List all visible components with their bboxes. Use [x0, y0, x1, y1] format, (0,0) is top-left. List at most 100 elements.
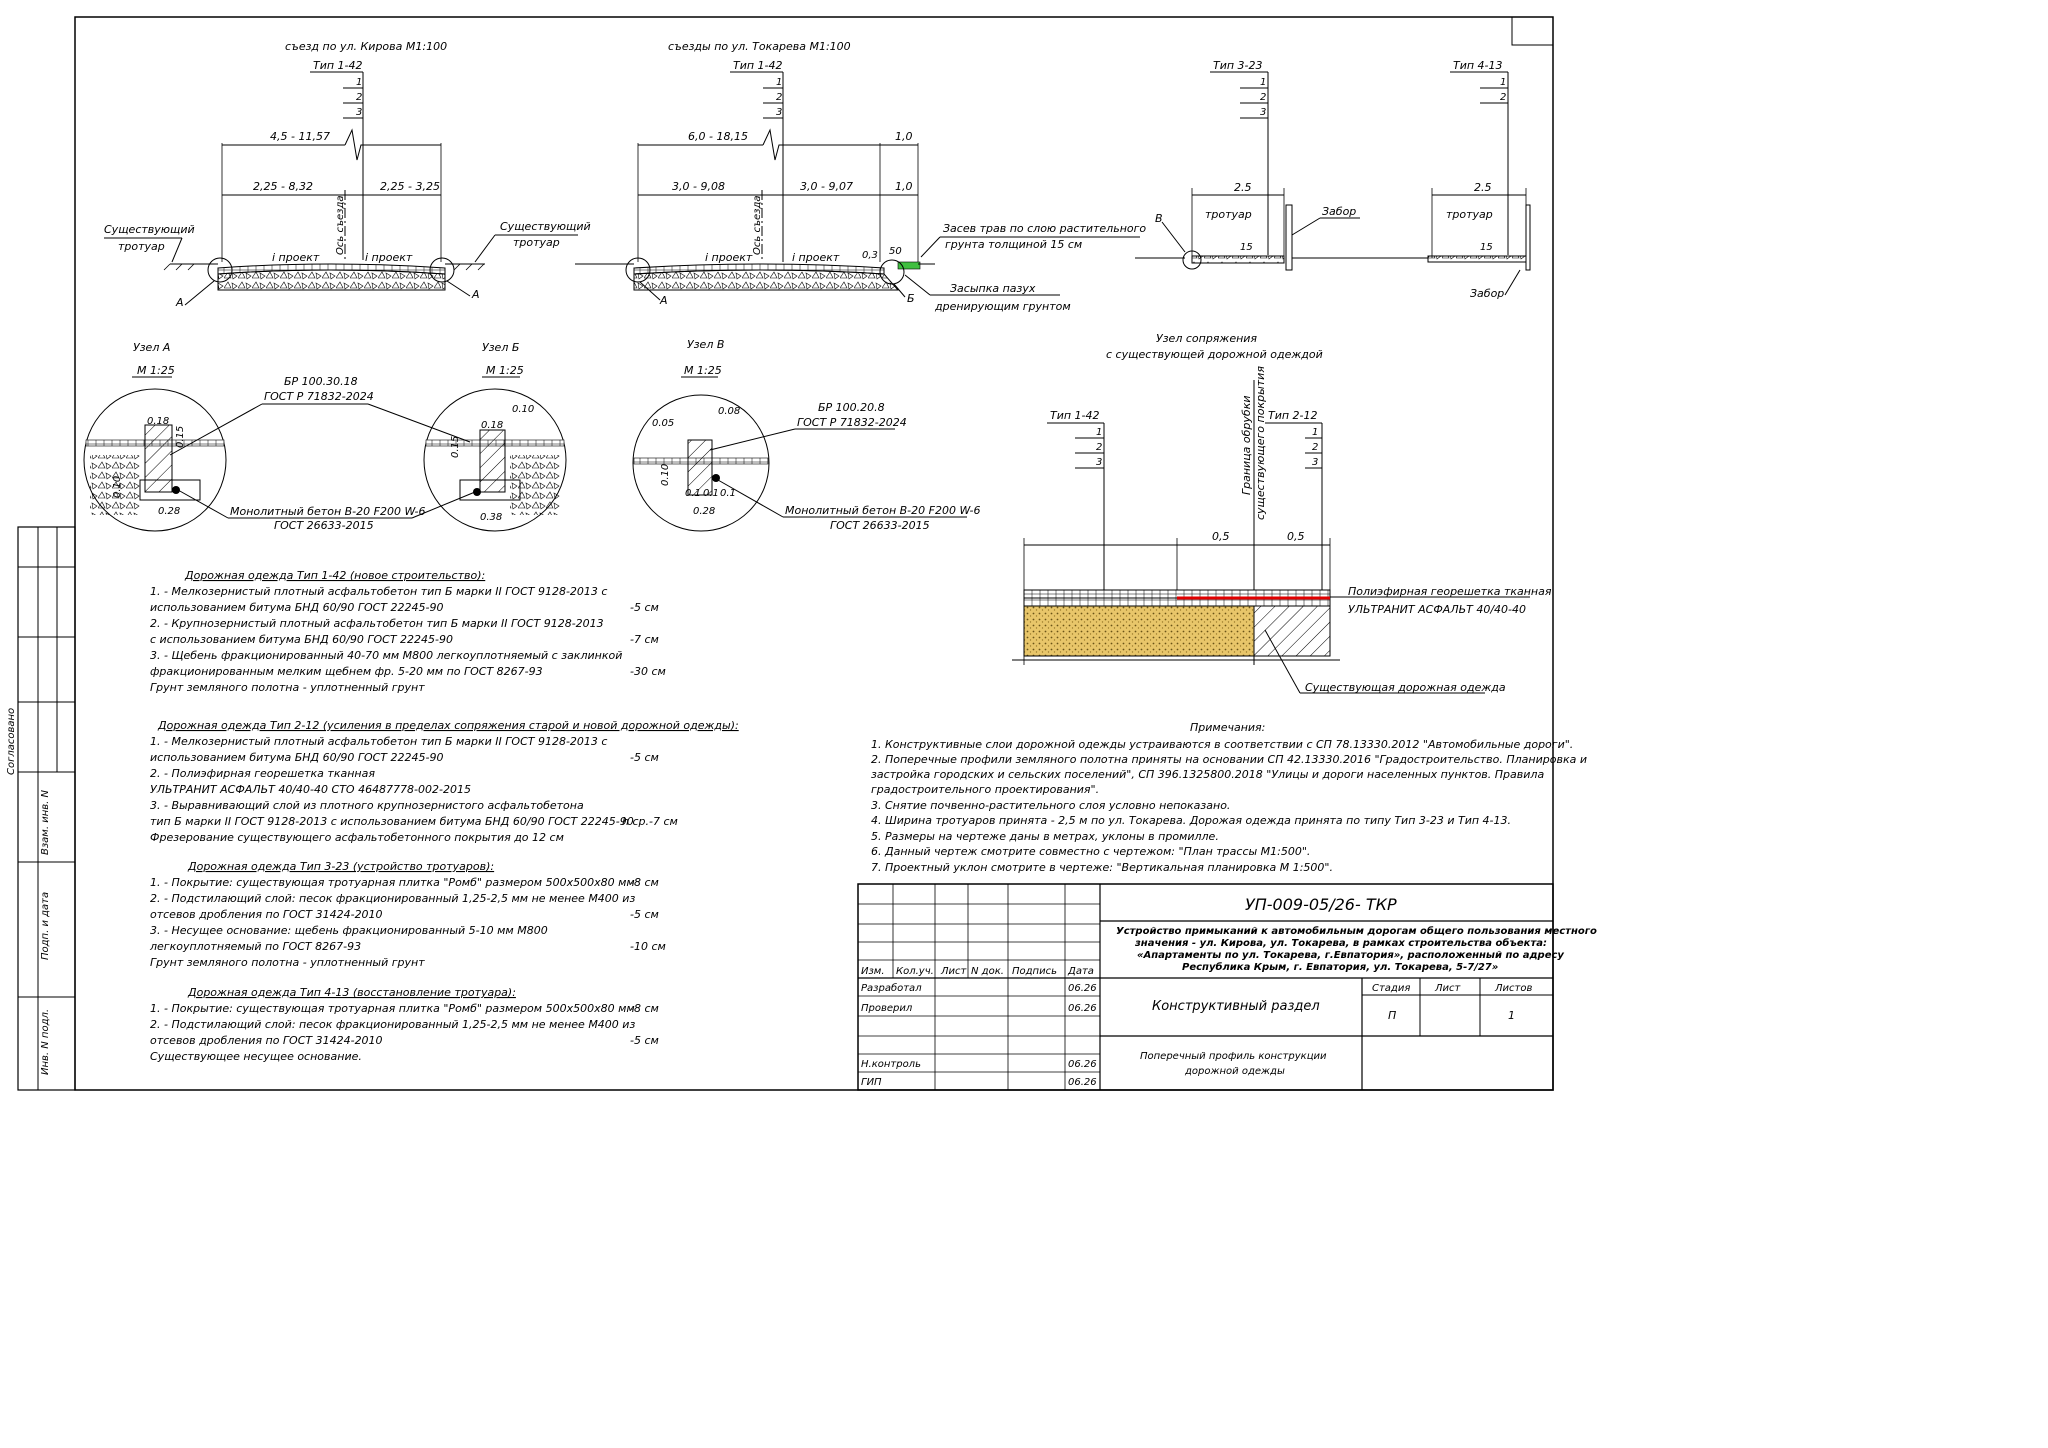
stage-label: Стадия [1372, 983, 1410, 994]
dim-3: 0.10 [660, 464, 671, 486]
spec-line: Грунт земляного полотна - уплотненный гр… [150, 681, 425, 694]
spec-line: УЛЬТРАНИТ АСФАЛЬТ 40/40-40 СТО 46487778-… [150, 783, 471, 796]
side-sign: Подп. и дата [40, 892, 51, 960]
node-callouts: БР 100.30.18 ГОСТ Р 71832-2024 Монолитны… [169, 375, 980, 532]
col-kol: Кол.уч. [896, 966, 934, 977]
layer-2: 2 [776, 92, 782, 103]
sheets-label: Листов [1494, 983, 1532, 994]
type-right: Тип 2-12 [1268, 409, 1318, 422]
doc-code: УП-009-05/26- ТКР [1245, 895, 1397, 914]
spec-thickness: -8 см [630, 876, 659, 889]
layer-r1: 1 [1312, 427, 1318, 438]
spec-title: Дорожная одежда Тип 3-23 (устройство тро… [187, 860, 494, 873]
node-right: Б [907, 292, 915, 305]
side-inv: Взам. инв. N [40, 790, 51, 855]
layer-2: 2 [1260, 92, 1266, 103]
spec-line: тип Б марки II ГОСТ 9128-2013 с использо… [150, 815, 634, 828]
notes: Примечания: 1. Конструктивные слои дорож… [871, 721, 1587, 874]
note-7: 7. Проектный уклон смотрите в чертеже: "… [871, 861, 1333, 874]
node-b: Узел Б М 1:25 0.10 0.18 0.15 0.38 [423, 341, 567, 532]
dim-edge2: 1,0 [895, 180, 913, 193]
title-1: Поперечный профиль конструкции [1140, 1051, 1327, 1062]
layer-r3: 3 [1312, 457, 1318, 468]
object-4: Республика Крым, г. Евпатория, ул. Токар… [1182, 961, 1498, 973]
spec-line: с использованием битума БНД 60/90 ГОСТ 2… [150, 633, 453, 646]
layer-1: 1 [1500, 77, 1506, 88]
spec-line: использованием битума БНД 60/90 ГОСТ 222… [150, 601, 443, 614]
dim-right: 0,5 [1287, 530, 1305, 543]
concrete1-2: ГОСТ 26633-2015 [274, 519, 374, 532]
side-agreed: Согласовано [6, 708, 17, 775]
border-1: Граница обрубки [1240, 396, 1253, 496]
junction-title-1: Узел сопряжения [1156, 332, 1257, 345]
view-title: съезд по ул. Кирова М1:100 [285, 40, 447, 53]
spec-line: фракционированным мелким щебнем фр. 5-20… [150, 665, 543, 678]
spec-line: 1. - Покрытие: существующая тротуарная п… [150, 1002, 635, 1015]
dim-6: 0.1 [720, 488, 736, 499]
side-strip: Согласовано Взам. инв. N Подп. и дата Ин… [6, 526, 76, 1091]
layer-2: 2 [356, 92, 362, 103]
date-2: 06.26 [1068, 1003, 1097, 1014]
node: В [1155, 212, 1163, 225]
date-4: 06.26 [1068, 1077, 1097, 1088]
note-1: 1. Конструктивные слои дорожной одежды у… [871, 738, 1573, 751]
view-tokareva: съезды по ул. Токарева М1:100 Тип 1-42 1… [575, 40, 1146, 313]
stage: П [1388, 1009, 1396, 1022]
col-list: Лист [940, 966, 968, 977]
slope: 15 [1240, 242, 1253, 253]
col-izm: Изм. [861, 966, 885, 977]
junction-title-2: с существующей дорожной одеждой [1106, 348, 1323, 361]
node-scale: М 1:25 [486, 364, 524, 377]
spec-title: Дорожная одежда Тип 4-13 (восстановление… [187, 986, 516, 999]
spec-thickness: -5 см [630, 1034, 659, 1047]
dim-left: 3,0 - 9,08 [672, 180, 725, 193]
layer-r2: 2 [1312, 442, 1318, 453]
curb2-1: БР 100.20.8 [818, 401, 885, 414]
node-title: Узел Б [482, 341, 519, 354]
spec-line: 2. - Подстилающий слой: песок фракционир… [150, 1018, 635, 1031]
dim-4: 0.38 [480, 512, 502, 523]
dim-edge1: 1,0 [895, 130, 913, 143]
width: 2.5 [1234, 181, 1252, 194]
layer-1: 1 [356, 77, 362, 88]
title-2: дорожной одежды [1184, 1066, 1285, 1077]
node-right: А [471, 288, 480, 301]
col-ndoc: N док. [971, 966, 1004, 977]
node-a: Узел А М 1:25 0.18 0.15 0.10 0.28 [83, 341, 227, 532]
note-fill-1: Засыпка пазух [950, 282, 1036, 295]
object-1: Устройство примыканий к автомобильным до… [1116, 925, 1597, 937]
notes-title: Примечания: [1190, 721, 1265, 734]
concrete1-1: Монолитный бетон В-20 F200 W-6 [230, 505, 425, 518]
slope: 15 [1480, 242, 1493, 253]
spec-thickness: -8 см [630, 1002, 659, 1015]
sidewalk-r1: Существующий [500, 220, 591, 233]
slope-left: i проект [705, 251, 753, 264]
dim-3: 0.15 [450, 436, 461, 458]
spec-line: 1. - Покрытие: существующая тротуарная п… [150, 876, 635, 889]
dim-left: 0,5 [1212, 530, 1230, 543]
note-2c: градостроительного проектирования". [871, 783, 1099, 796]
note-2b: застройка городских и сельских поселений… [871, 768, 1544, 781]
dim-5: 0.1 [703, 488, 719, 499]
spec-thickness: -5 см [630, 751, 659, 764]
spec-thickness: -7 см [630, 633, 659, 646]
spec-line: 1. - Мелкозернистый плотный асфальтобето… [150, 735, 607, 748]
junction-detail: Узел сопряжения с существующей дорожной … [1012, 332, 1552, 694]
spec-thickness: -30 см [630, 665, 666, 678]
type-label: Тип 4-13 [1453, 59, 1503, 72]
spec-line: легкоуплотняемый по ГОСТ 8267-93 [149, 940, 361, 953]
object-2: значения - ул. Кирова, ул. Токарева, в р… [1134, 937, 1547, 949]
axis-label: Ось съезда [752, 195, 763, 255]
dim-1: 0.10 [512, 404, 534, 415]
node-scale: М 1:25 [137, 364, 175, 377]
spec-line: 2. - Подстилающий слой: песок фракционир… [150, 892, 635, 905]
spec-thickness: -5 см [630, 601, 659, 614]
spec-thickness: -10 см [630, 940, 666, 953]
note-grass-1: Засев трав по слою растительного [943, 222, 1146, 235]
dim-1: 0.18 [147, 416, 169, 427]
spec-line: Фрезерование существующего асфальтобетон… [150, 831, 564, 844]
role-2: Проверил [861, 1003, 913, 1014]
note-2: 2. Поперечные профили земляного полотна … [871, 753, 1587, 766]
layer-l2: 2 [1096, 442, 1102, 453]
node-v: Узел В М 1:25 0.05 0.08 0.10 0.1 0.1 0.1… [632, 338, 770, 532]
